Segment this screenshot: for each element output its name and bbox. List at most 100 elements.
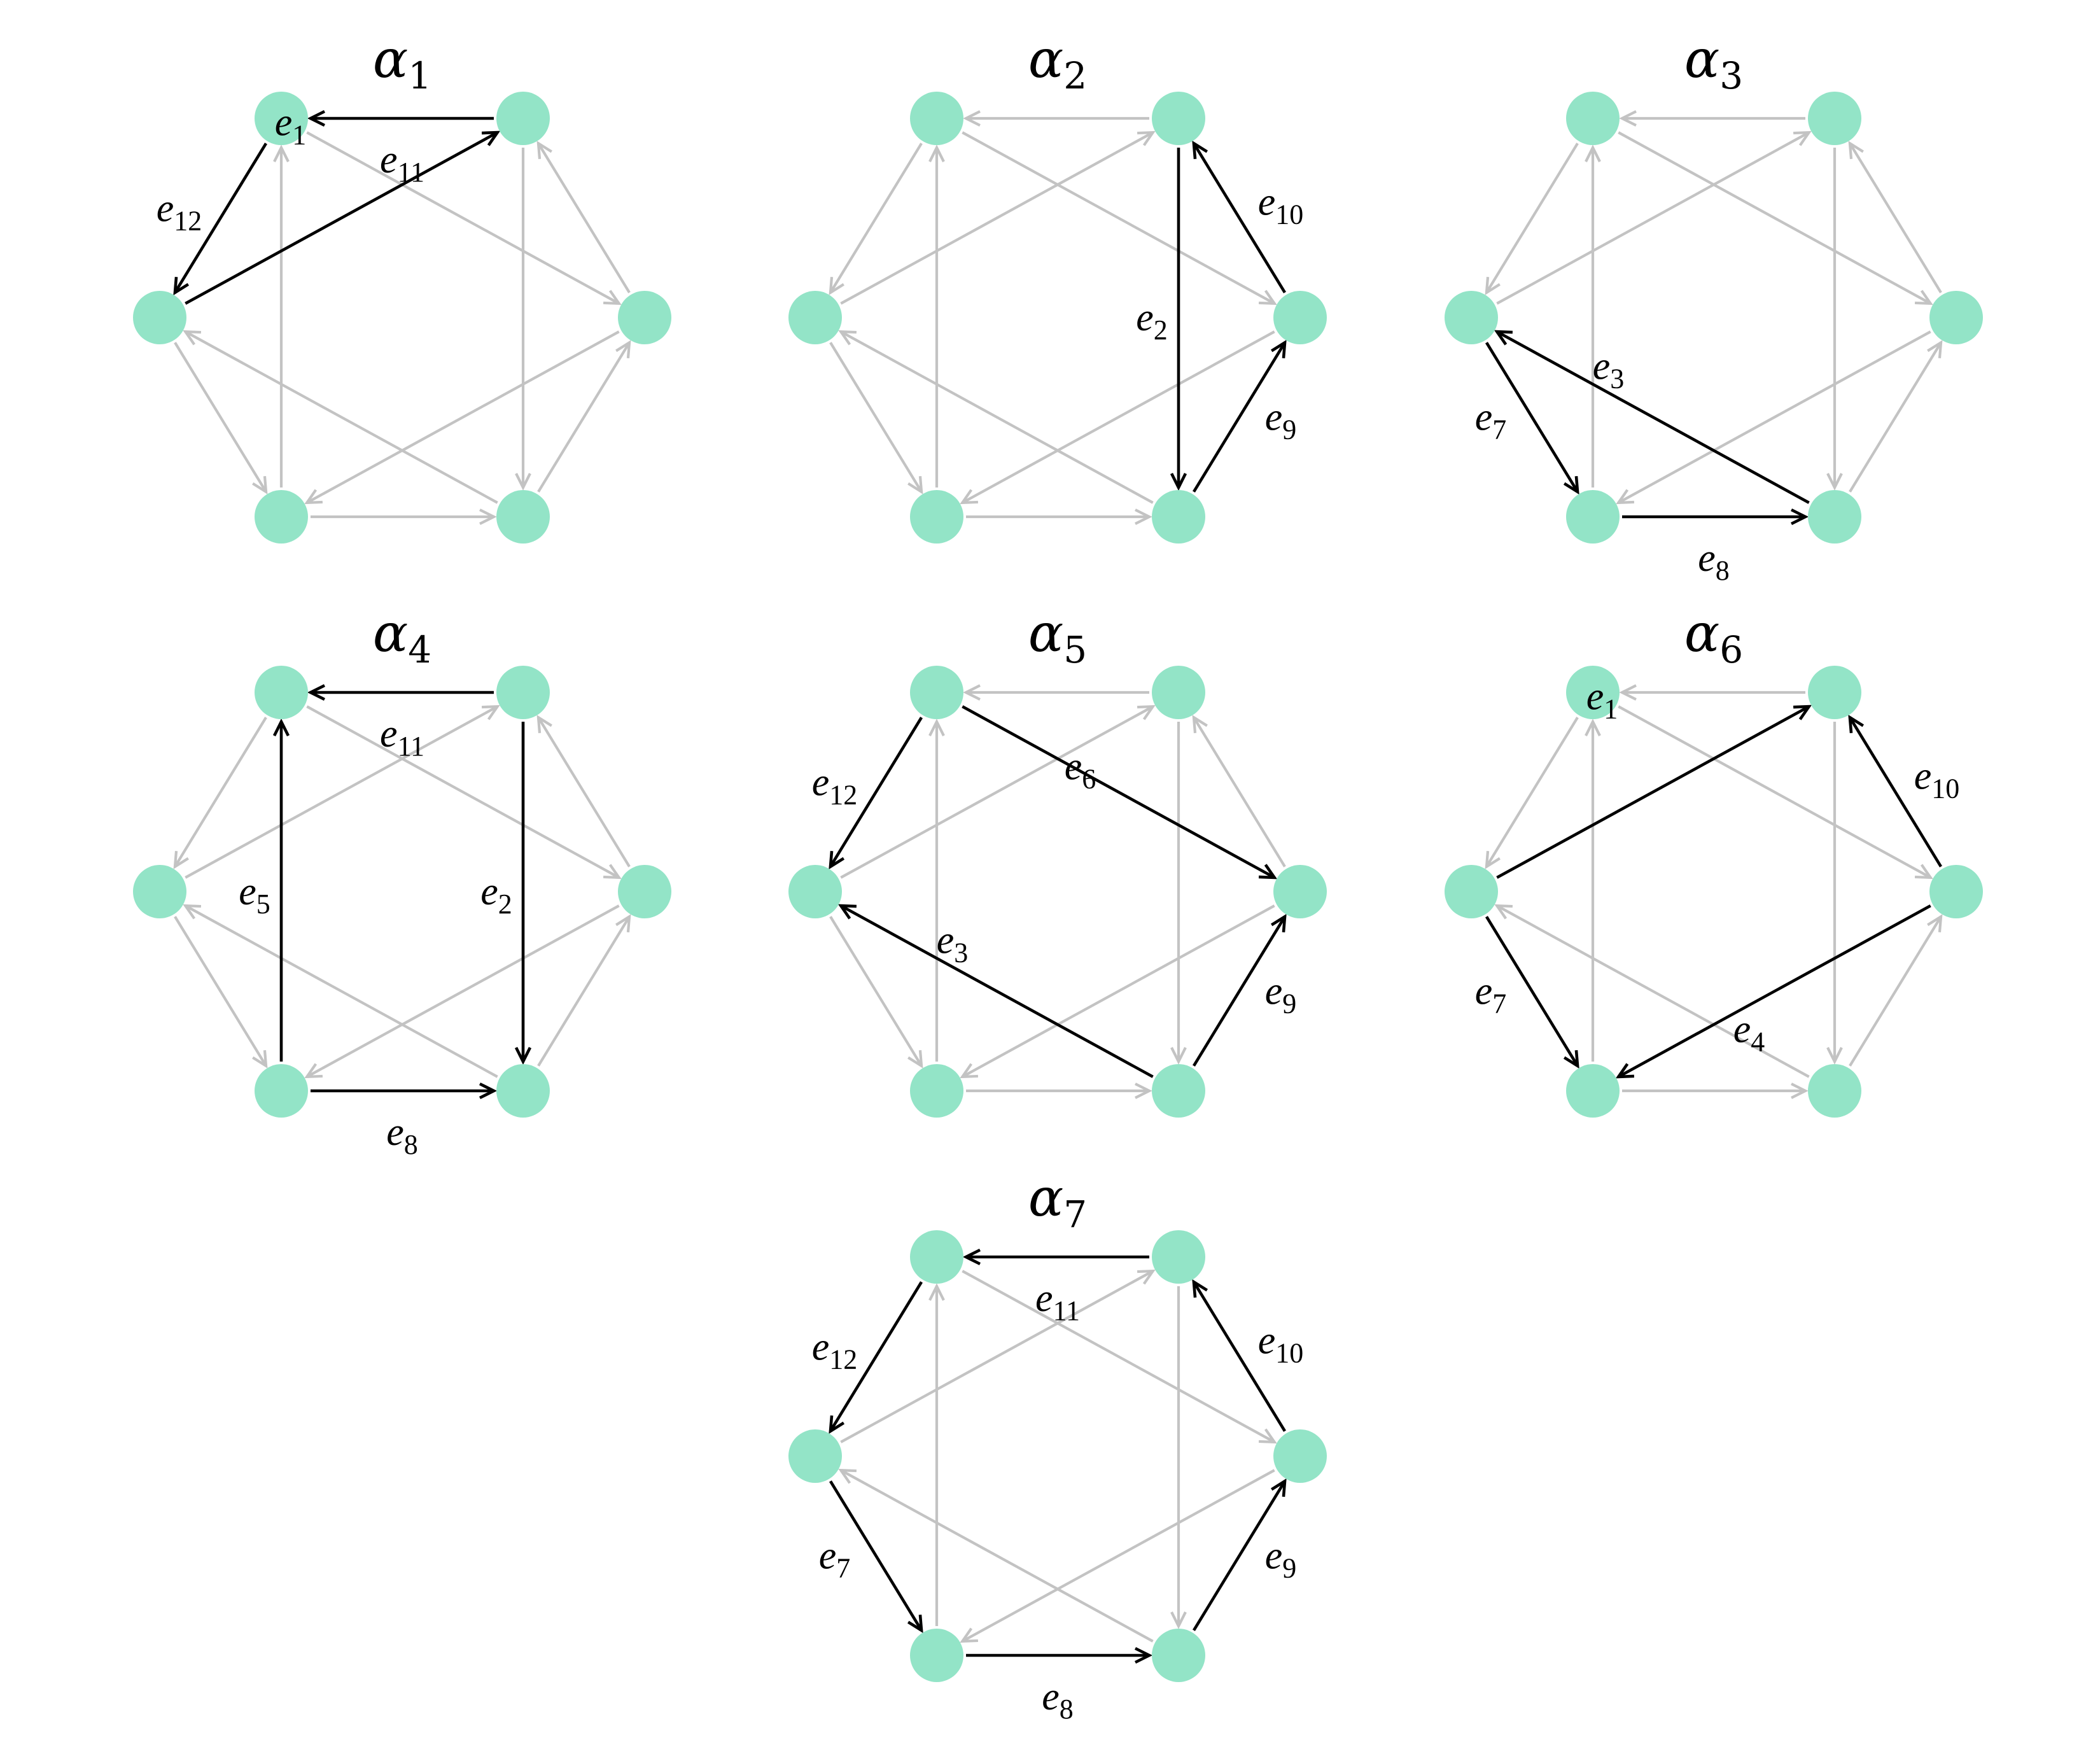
edge-e12-background	[1485, 717, 1579, 869]
panel-title: α1	[373, 29, 431, 97]
edge-label-e8: e8	[1698, 537, 1730, 586]
edge-label-e5: e5	[239, 870, 270, 920]
edge-e8-background	[966, 509, 1152, 525]
edge-e4-background	[960, 1469, 1275, 1643]
edge-e4-background	[304, 904, 620, 1079]
edge-label-e7: e7	[819, 1534, 851, 1584]
edge-label-e7: e7	[1475, 396, 1507, 446]
edge-e2-background	[1170, 722, 1187, 1065]
node-n5	[618, 865, 671, 918]
edge-e9-background	[1849, 340, 1943, 493]
edge-label-e6: e6	[1065, 745, 1096, 795]
edge-e7-background	[174, 342, 268, 495]
node-n0	[1808, 92, 1861, 145]
edge-e11-background	[1619, 684, 1805, 701]
edge-e3-background	[183, 330, 498, 504]
node-n1	[910, 92, 963, 145]
edge-e10-highlighted	[1848, 714, 1943, 867]
edge-e3-highlighted	[1494, 330, 1810, 504]
node-n1	[255, 92, 308, 145]
node-n4	[1808, 1064, 1861, 1118]
panel-title: α7	[1028, 1168, 1087, 1236]
node-n2	[788, 291, 842, 344]
node-n4	[1152, 1064, 1205, 1118]
edge-e8-highlighted	[311, 1082, 498, 1100]
panel-title: α2	[1028, 29, 1087, 97]
node-n5	[1929, 291, 1983, 344]
edge-label-e11: e11	[1035, 1277, 1080, 1326]
edge-label-e2: e2	[480, 870, 512, 920]
node-n5	[1273, 865, 1327, 918]
edge-e8-background	[966, 1083, 1152, 1099]
edge-e5-background	[1585, 719, 1601, 1062]
node-n3	[910, 1629, 963, 1682]
edge-e11-background	[963, 110, 1149, 127]
edge-e9-background	[537, 914, 631, 1067]
edge-label-e11: e11	[380, 712, 424, 762]
node-n3	[1566, 1064, 1620, 1118]
edge-e9-highlighted	[1192, 339, 1287, 493]
node-n3	[1566, 490, 1620, 544]
edge-e6-background	[306, 705, 622, 880]
node-n3	[910, 490, 963, 544]
node-n2	[788, 865, 842, 918]
edge-label-e8: e8	[1042, 1675, 1074, 1725]
edge-e1-background	[185, 705, 500, 879]
node-n1	[1566, 666, 1620, 719]
node-n2	[133, 291, 186, 344]
edge-e12-highlighted	[173, 143, 268, 296]
edge-e4-background	[304, 330, 620, 505]
node-n1	[1566, 92, 1620, 145]
edge-e3-background	[838, 1468, 1154, 1643]
panel-title: α5	[1028, 603, 1087, 671]
edge-e8-highlighted	[1622, 508, 1809, 526]
edge-label-e1: e1	[275, 101, 307, 151]
edge-e12-background	[829, 143, 923, 295]
edge-e6-background	[306, 131, 622, 305]
edge-e1-background	[1496, 130, 1812, 305]
edge-e5-background	[1585, 144, 1601, 488]
node-n2	[133, 865, 186, 918]
edge-e2-highlighted	[514, 722, 532, 1065]
node-n2	[1445, 291, 1498, 344]
edge-e12-background	[173, 717, 267, 869]
node-n0	[1152, 92, 1205, 145]
node-n4	[496, 490, 550, 544]
edge-e12-highlighted	[829, 1281, 923, 1435]
edge-e3-background	[183, 904, 498, 1078]
edge-e3-background	[838, 330, 1154, 504]
edge-label-e10: e10	[1914, 755, 1960, 804]
edge-e6-background	[962, 131, 1277, 305]
node-n0	[1152, 666, 1205, 719]
edge-e7-highlighted	[1485, 916, 1579, 1069]
edge-e9-highlighted	[1192, 1478, 1287, 1631]
edge-label-e9: e9	[1265, 1534, 1297, 1584]
node-n4	[496, 1064, 550, 1118]
edge-label-e10: e10	[1258, 1319, 1304, 1369]
node-n0	[496, 666, 550, 719]
edge-e1-highlighted	[1496, 705, 1812, 879]
node-n2	[1445, 865, 1498, 918]
node-n4	[1152, 1629, 1205, 1682]
node-n0	[1152, 1230, 1205, 1284]
edge-e5-background	[928, 1283, 945, 1626]
edge-e4-background	[960, 330, 1275, 505]
edge-e7-background	[829, 916, 923, 1069]
edge-e4-background	[960, 904, 1275, 1079]
edge-e1-background	[840, 1269, 1156, 1443]
edge-e5-background	[273, 144, 290, 488]
edge-e6-background	[1618, 131, 1933, 305]
edge-label-e2: e2	[1136, 296, 1168, 346]
edge-label-e3: e3	[937, 919, 969, 969]
edge-e8-highlighted	[966, 1646, 1153, 1664]
edge-e1-highlighted	[185, 130, 501, 305]
edge-e11-background	[1619, 110, 1805, 127]
edge-label-e3: e3	[1593, 345, 1625, 395]
edge-label-e9: e9	[1265, 970, 1297, 1020]
edge-e3-highlighted	[837, 904, 1154, 1078]
node-n3	[910, 1064, 963, 1118]
